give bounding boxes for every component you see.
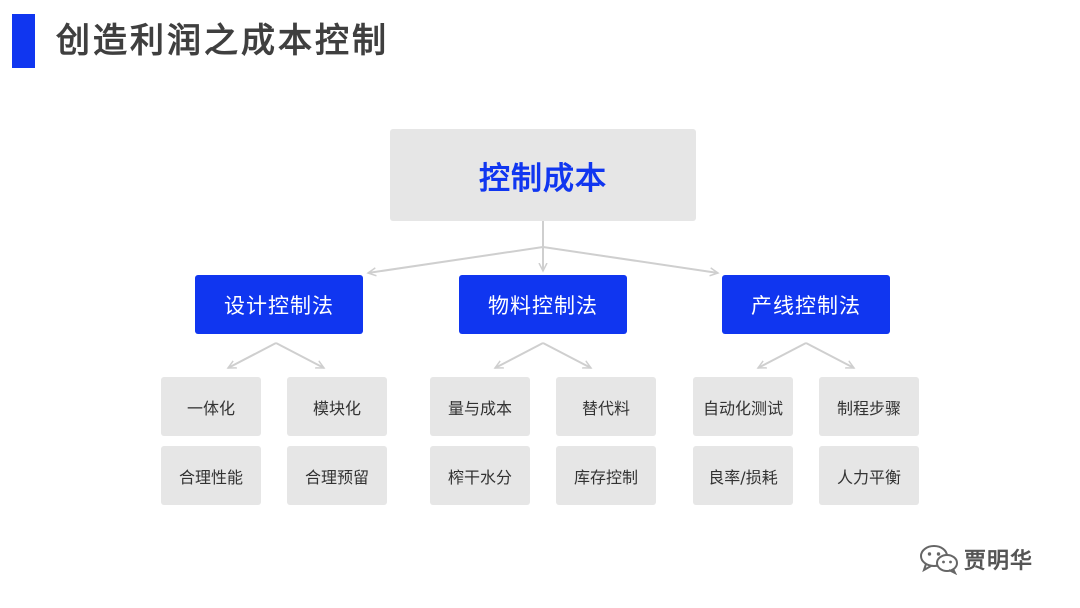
leaf-node: 模块化 xyxy=(287,377,387,436)
leaf-node-label: 替代料 xyxy=(581,398,630,418)
connector-root-to-production xyxy=(542,246,718,273)
watermark-text: 贾明华 xyxy=(964,549,1034,574)
leaf-node: 自动化测试 xyxy=(693,377,793,436)
leaf-node: 合理预留 xyxy=(287,446,387,505)
branch-node-material: 物料控制法 xyxy=(459,275,627,334)
connector-production-to-right xyxy=(805,342,854,369)
leaf-node-label: 一体化 xyxy=(186,398,235,418)
connector-design-to-left xyxy=(228,342,277,369)
wechat-icon xyxy=(920,545,958,575)
leaf-node-label: 合理预留 xyxy=(304,467,369,487)
leaf-node: 人力平衡 xyxy=(819,446,919,505)
leaf-node: 量与成本 xyxy=(430,377,530,436)
leaf-node-label: 榨干水分 xyxy=(447,467,512,487)
connector-root-to-design xyxy=(368,246,544,273)
leaf-node-label: 自动化测试 xyxy=(702,398,783,418)
branch-node-production: 产线控制法 xyxy=(722,275,890,334)
branch-node-label: 物料控制法 xyxy=(488,293,598,318)
connector-design-to-right xyxy=(275,342,324,369)
leaf-node-label: 库存控制 xyxy=(573,467,638,487)
leaf-node-label: 良率/损耗 xyxy=(708,467,778,487)
leaf-node: 良率/损耗 xyxy=(693,446,793,505)
branch-node-design: 设计控制法 xyxy=(195,275,363,334)
root-node: 控制成本 xyxy=(390,129,696,221)
leaf-node: 榨干水分 xyxy=(430,446,530,505)
watermark: 贾明华 xyxy=(918,541,1033,577)
leaf-node: 制程步骤 xyxy=(819,377,919,436)
leaf-node-label: 合理性能 xyxy=(178,467,243,487)
branch-node-label: 产线控制法 xyxy=(751,293,861,318)
connector-material-to-left xyxy=(495,342,544,369)
leaf-node: 一体化 xyxy=(161,377,261,436)
title-accent-bar xyxy=(12,14,35,68)
leaf-node-label: 量与成本 xyxy=(447,398,512,418)
leaf-node: 库存控制 xyxy=(556,446,656,505)
page-title: 创造利润之成本控制 xyxy=(56,21,389,61)
leaf-node-label: 制程步骤 xyxy=(836,398,901,418)
leaf-node-label: 人力平衡 xyxy=(836,467,901,487)
connector-material-to-right xyxy=(542,342,591,369)
branch-node-label: 设计控制法 xyxy=(224,293,334,318)
leaf-node: 合理性能 xyxy=(161,446,261,505)
leaf-node-label: 模块化 xyxy=(312,398,361,418)
leaf-node: 替代料 xyxy=(556,377,656,436)
connector-production-to-left xyxy=(758,342,807,369)
root-node-label: 控制成本 xyxy=(479,160,607,197)
